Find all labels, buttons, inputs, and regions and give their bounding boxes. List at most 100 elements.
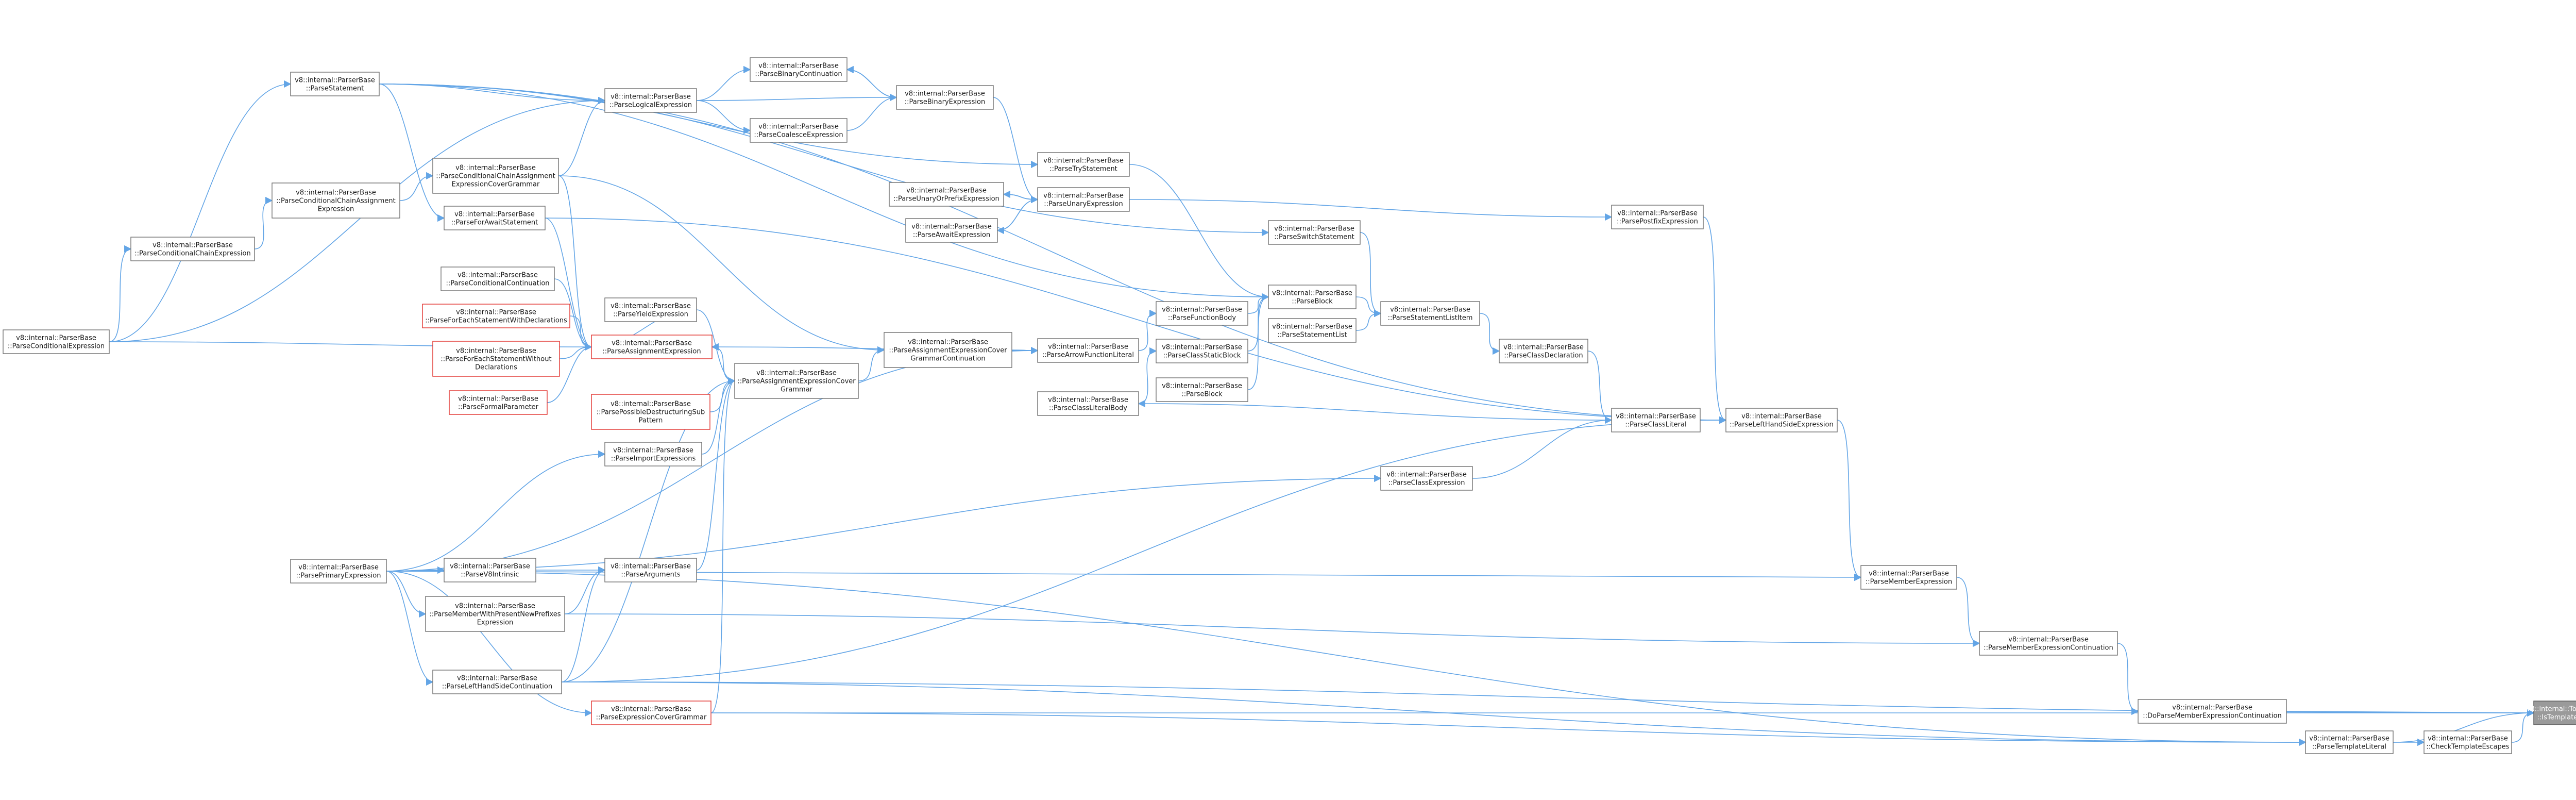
node-label-line: v8::internal::ParserBase <box>2428 735 2508 743</box>
nodes-layer: v8::internal::Token::IsTemplatev8::inter… <box>3 57 2576 754</box>
node-parseBinaryExpression[interactable]: v8::internal::ParserBase::ParseBinaryExp… <box>896 85 994 110</box>
node-parseLogicalExpression[interactable]: v8::internal::ParserBase::ParseLogicalEx… <box>604 88 697 113</box>
node-label-line: ::ParseUnaryExpression <box>1044 201 1123 208</box>
node-parseClassExpression[interactable]: v8::internal::ParserBase::ParseClassExpr… <box>1380 466 1473 491</box>
node-label-line: Pattern <box>639 417 663 425</box>
edge-parsePrimaryExpression-to-parseImportExpressions <box>386 450 606 572</box>
node-box <box>1156 377 1248 402</box>
node-label-line: v8::internal::ParserBase <box>457 675 537 682</box>
node-token[interactable]: v8::internal::Token::IsTemplate <box>2527 701 2576 725</box>
node-label-line: v8::internal::ParserBase <box>612 340 692 347</box>
node-parseFunctionBody[interactable]: v8::internal::ParserBase::ParseFunctionB… <box>1156 301 1248 326</box>
node-box <box>444 558 536 582</box>
edge-parseClassExpression-to-parseClassLiteral <box>1472 416 1613 479</box>
node-parseArguments[interactable]: v8::internal::ParserBase::ParseArguments <box>604 558 697 582</box>
node-label-line: ::ParseFunctionBody <box>1168 314 1236 322</box>
node-label-line: v8::internal::ParserBase <box>298 564 379 572</box>
node-parseTryStatement[interactable]: v8::internal::ParserBase::ParseTryStatem… <box>1037 152 1130 177</box>
node-parseClassStaticBlock[interactable]: v8::internal::ParserBase::ParseClassStat… <box>1156 339 1248 363</box>
node-parseStatement[interactable]: v8::internal::ParserBase::ParseStatement <box>290 72 380 96</box>
node-parseConditionalChainAssignmentExpressionCoverGrammar[interactable]: v8::internal::ParserBase::ParseCondition… <box>432 158 559 194</box>
node-parseLeftHandSideContinuation[interactable]: v8::internal::ParserBase::ParseLeftHandS… <box>432 670 562 694</box>
node-box <box>449 390 548 415</box>
node-label-line: v8::internal::ParserBase <box>1048 343 1128 351</box>
node-parseImportExpressions[interactable]: v8::internal::ParserBase::ParseImportExp… <box>604 442 702 466</box>
node-parseFormalParameter[interactable]: v8::internal::ParserBase::ParseFormalPar… <box>449 390 548 415</box>
node-parseClassDeclaration[interactable]: v8::internal::ParserBase::ParseClassDecl… <box>1499 339 1588 363</box>
node-parseForEachStatementWithoutDeclarations[interactable]: v8::internal::ParserBase::ParseForEachSt… <box>432 341 560 377</box>
node-box <box>290 72 380 96</box>
edge-parseLeftHandSideContinuation-to-parseLeftHandSideExpression <box>561 416 1727 682</box>
node-parseUnaryOrPrefixExpression[interactable]: v8::internal::ParserBase::ParseUnaryOrPr… <box>889 182 1004 207</box>
node-parseConditionalContinuation[interactable]: v8::internal::ParserBase::ParseCondition… <box>440 266 555 291</box>
node-parseUnaryExpression[interactable]: v8::internal::ParserBase::ParseUnaryExpr… <box>1037 187 1130 212</box>
node-box <box>1156 339 1248 363</box>
node-parseCoalesceExpression[interactable]: v8::internal::ParserBase::ParseCoalesceE… <box>750 118 848 143</box>
node-parseAssignmentExpressionCoverGrammar[interactable]: v8::internal::ParserBase::ParseAssignmen… <box>734 363 859 399</box>
node-label-line: v8::internal::ParserBase <box>1272 290 1352 297</box>
node-parseBinaryContinuation[interactable]: v8::internal::ParserBase::ParseBinaryCon… <box>750 57 848 82</box>
node-parseConditionalExpression[interactable]: v8::internal::ParserBase::ParseCondition… <box>3 329 110 354</box>
node-label-line: v8::internal::ParserBase <box>1869 570 1949 578</box>
node-parseStatementList[interactable]: v8::internal::ParserBase::ParseStatement… <box>1268 318 1357 343</box>
edge-parseBinaryContinuation-to-parseBinaryExpression <box>846 69 897 102</box>
edge-parseStatementListItem-to-parseClassDeclaration <box>1479 313 1500 355</box>
node-label-line: GrammarContinuation <box>910 355 985 363</box>
node-box <box>889 182 1004 207</box>
node-parseLeftHandSideExpression[interactable]: v8::internal::ParserBase::ParseLeftHandS… <box>1725 408 1838 432</box>
node-label-line: ::ParseLogicalExpression <box>609 102 692 109</box>
node-parseAssignmentExpression[interactable]: v8::internal::ParserBase::ParseAssignmen… <box>591 335 713 359</box>
node-parseV8Intrinsic[interactable]: v8::internal::ParserBase::ParseV8Intrins… <box>444 558 536 582</box>
node-parseSwitchStatement[interactable]: v8::internal::ParserBase::ParseSwitchSta… <box>1268 220 1361 245</box>
node-parseForAwaitStatement[interactable]: v8::internal::ParserBase::ParseForAwaitS… <box>444 206 546 230</box>
node-parseArrowFunctionLiteral[interactable]: v8::internal::ParserBase::ParseArrowFunc… <box>1037 338 1139 363</box>
node-checkTemplateEscapes[interactable]: v8::internal::ParserBase::CheckTemplateE… <box>2424 730 2512 754</box>
node-doParseMemberExpressionContinuation[interactable]: v8::internal::ParserBase::DoParseMemberE… <box>2138 699 2287 724</box>
node-label-line: v8::internal::ParserBase <box>2309 735 2389 743</box>
node-label-line: ::ParseClassLiteralBody <box>1049 405 1127 412</box>
edge-parseClassDeclaration-to-parseClassLiteral <box>1587 351 1613 424</box>
node-parseAssignmentExpressionCoverGrammarContinuation[interactable]: v8::internal::ParserBase::ParseAssignmen… <box>884 332 1012 368</box>
node-parseConditionalChainExpression[interactable]: v8::internal::ParserBase::ParseCondition… <box>130 237 255 261</box>
node-label-line: v8::internal::ParserBase <box>295 77 375 85</box>
node-box <box>1037 152 1130 177</box>
node-parseExpressionCoverGrammar[interactable]: v8::internal::ParserBase::ParseExpressio… <box>591 701 711 725</box>
node-parseMemberWithPresentNewPrefixesExpression[interactable]: v8::internal::ParserBase::ParseMemberWit… <box>425 596 565 632</box>
node-parsePossibleDestructuringSubPattern[interactable]: v8::internal::ParserBase::ParsePossibleD… <box>591 394 710 430</box>
node-box <box>1611 205 1704 229</box>
node-label-line: v8::internal::ParserBase <box>2172 704 2252 712</box>
node-box <box>2533 701 2576 725</box>
node-parseClassLiteral[interactable]: v8::internal::ParserBase::ParseClassLite… <box>1611 408 1701 432</box>
node-parseYieldExpression[interactable]: v8::internal::ParserBase::ParseYieldExpr… <box>604 297 697 322</box>
edge-parseConditionalExpression-to-parseConditionalChainExpression <box>109 245 132 342</box>
node-box <box>432 670 562 694</box>
node-label-line: v8::internal::ParserBase <box>454 211 535 219</box>
node-parseBlock[interactable]: v8::internal::ParserBase::ParseBlock <box>1268 285 1357 309</box>
node-parsePostfixExpression[interactable]: v8::internal::ParserBase::ParsePostfixEx… <box>1611 205 1704 229</box>
node-label-line: Declarations <box>475 364 517 372</box>
node-parseMemberExpression[interactable]: v8::internal::ParserBase::ParseMemberExp… <box>1860 565 1957 590</box>
node-label-line: v8::internal::ParserBase <box>1162 382 1242 390</box>
node-parseStatementListItem[interactable]: v8::internal::ParserBase::ParseStatement… <box>1380 301 1480 326</box>
edge-parseFunctionBody-to-parseBlock <box>1247 293 1269 314</box>
node-label-line: v8::internal::ParserBase <box>758 123 839 131</box>
node-label-line: ::ParseLeftHandSideExpression <box>1730 421 1833 429</box>
node-label-line: ::DoParseMemberExpressionContinuation <box>2143 712 2281 720</box>
node-label-line: v8::internal::ParserBase <box>455 164 536 172</box>
node-parseBlock2[interactable]: v8::internal::ParserBase::ParseBlock <box>1156 377 1248 402</box>
node-parsePrimaryExpression[interactable]: v8::internal::ParserBase::ParsePrimaryEx… <box>290 559 387 584</box>
edge-parseStatement-to-parseForAwaitStatement <box>379 84 445 222</box>
node-label-line: v8::internal::ParserBase <box>450 563 530 571</box>
edge-parseClassLiteralBody-to-parseClassStaticBlock <box>1138 347 1157 404</box>
node-parseForEachStatementWithDeclarations[interactable]: v8::internal::ParserBase::ParseForEachSt… <box>422 304 570 328</box>
node-parseMemberExpressionContinuation[interactable]: v8::internal::ParserBase::ParseMemberExp… <box>1979 631 2118 656</box>
node-label-line: Expression <box>318 206 354 213</box>
node-parseTemplateLiteral[interactable]: v8::internal::ParserBase::ParseTemplateL… <box>2305 730 2394 754</box>
edge-parsePrimaryExpression-to-parseClassExpression <box>386 474 1382 572</box>
edge-parseLeftHandSideContinuation-to-parseArguments <box>561 566 606 682</box>
node-parseConditionalChainAssignmentExpression[interactable]: v8::internal::ParserBase::ParseCondition… <box>272 182 400 219</box>
node-label-line: v8::internal::ParserBase <box>16 335 96 342</box>
node-parseAwaitExpression[interactable]: v8::internal::ParserBase::ParseAwaitExpr… <box>905 218 998 243</box>
node-parseClassLiteralBody[interactable]: v8::internal::ParserBase::ParseClassLite… <box>1037 391 1139 416</box>
node-label-line: ::ParseBlock <box>1181 391 1223 398</box>
